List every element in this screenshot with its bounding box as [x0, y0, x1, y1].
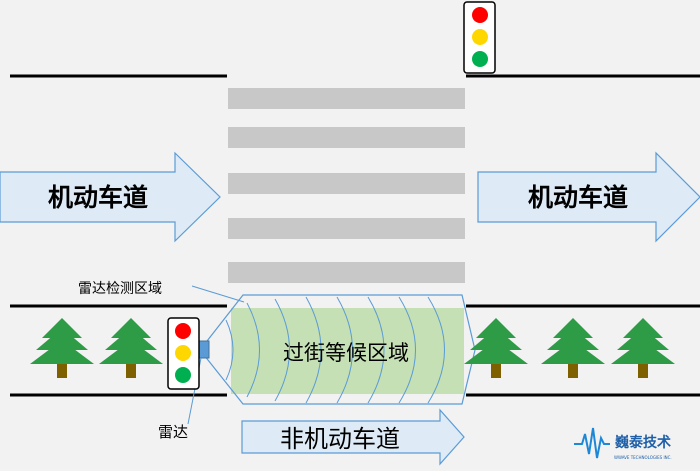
red-light-icon	[175, 323, 191, 339]
tree-icon	[99, 318, 163, 378]
radar-wave	[305, 296, 322, 404]
radar-zone-label: 雷达检测区域	[78, 281, 162, 297]
vehicle-lane-arrow-right: 机动车道	[477, 151, 700, 243]
radar-wave	[367, 296, 385, 404]
radar-wave	[225, 319, 234, 381]
tree-icon	[30, 318, 94, 378]
non-motor-lane-arrow: 非机动车道	[241, 408, 465, 466]
vehicle-lane-label-left: 机动车道	[48, 183, 148, 212]
radar-zone-callout-line	[191, 285, 245, 303]
tree-icon	[541, 318, 605, 378]
tree-icon	[611, 318, 675, 378]
red-light-icon	[472, 7, 488, 23]
vehicle-lane-label-right: 机动车道	[528, 183, 628, 212]
tree-icon	[464, 318, 528, 378]
traffic-light-top	[463, 1, 496, 74]
yellow-light-icon	[472, 29, 488, 45]
radar-wave	[336, 296, 353, 404]
crosswalk-stripe	[228, 218, 465, 239]
vehicle-lane-arrow-left: 机动车道	[0, 151, 221, 243]
radar-wave	[398, 296, 416, 404]
radar-waves	[225, 296, 445, 404]
crosswalk	[228, 88, 465, 283]
radar-wave	[274, 298, 290, 402]
crosswalk-stripe	[228, 127, 465, 148]
crosswalk-stripe	[228, 173, 465, 194]
company-logo: 巍泰技术 WWAVE TECHNOLOGIES INC.	[574, 427, 672, 460]
crosswalk-stripe	[228, 88, 465, 109]
logo-tagline: WWAVE TECHNOLOGIES INC.	[614, 455, 672, 460]
logo-name: 巍泰技术	[615, 434, 671, 451]
wave-logo-icon	[574, 427, 610, 459]
traffic-light-left	[167, 317, 200, 390]
radar-wave	[427, 296, 445, 404]
green-light-icon	[472, 51, 488, 67]
radar-label: 雷达	[158, 423, 188, 441]
radar-wave	[246, 302, 260, 398]
waiting-zone-label: 过街等候区域	[283, 341, 409, 365]
crosswalk-stripe	[228, 262, 465, 283]
yellow-light-icon	[175, 345, 191, 361]
green-light-icon	[175, 367, 191, 383]
non-motor-lane-label: 非机动车道	[280, 425, 400, 453]
